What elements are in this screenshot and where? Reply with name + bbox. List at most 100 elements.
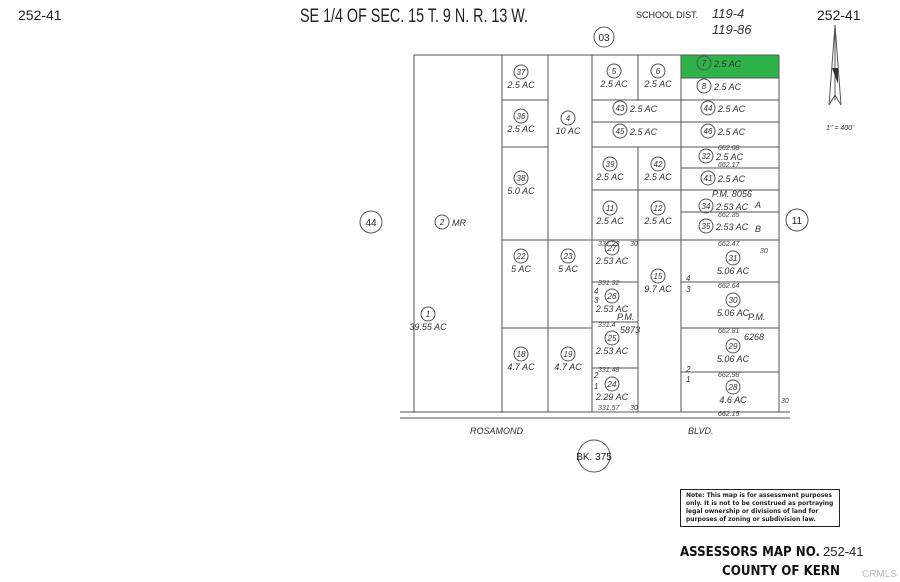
- dimension-label: 30: [760, 248, 768, 255]
- parcel-acreage: 2.5 AC: [506, 80, 535, 90]
- adjacent-label: 44: [365, 218, 377, 229]
- parcel-24[interactable]: 242.29 AC: [595, 376, 629, 402]
- parcel-number: 46: [704, 127, 713, 136]
- parcel-number: 24: [607, 380, 617, 389]
- parcel-number: 15: [654, 272, 663, 281]
- parcel-acreage: 9.7 AC: [644, 284, 672, 294]
- parcel-acreage: 5 AC: [558, 264, 578, 274]
- parcel-45[interactable]: 45 2.5 AC: [612, 123, 658, 139]
- parcel-44[interactable]: 44 2.5 AC: [700, 100, 746, 116]
- adjacent-map-44[interactable]: 44: [359, 210, 383, 234]
- parcel-26[interactable]: 262.53 AC: [595, 288, 629, 314]
- dimension-label: 662.81: [718, 328, 740, 335]
- parcel-acreage: 39.55 AC: [409, 322, 447, 332]
- parcel-acreage: 2.5 AC: [643, 79, 672, 89]
- parcel-acreage: 2.5 AC: [717, 127, 746, 137]
- parcel-acreage: 2.53 AC: [595, 346, 629, 356]
- parcel-number: 28: [728, 383, 738, 392]
- parcel-5[interactable]: 52.5 AC: [599, 63, 628, 89]
- school-district-label: SCHOOL DIST.: [636, 10, 698, 20]
- parcel-27[interactable]: 272.53 AC: [595, 240, 629, 266]
- footer-title: ASSESSORS MAP NO.: [680, 545, 820, 560]
- parcel-25[interactable]: 252.53 AC: [595, 330, 629, 356]
- footer-map-number: 252-41: [823, 544, 863, 559]
- parcel-number: 30: [729, 296, 738, 305]
- parcel-number: 38: [517, 174, 526, 183]
- parcel-46[interactable]: 46 2.5 AC: [700, 123, 746, 139]
- map-number-right: 252-41: [817, 7, 861, 23]
- parcel-43[interactable]: 43 2.5 AC: [612, 100, 658, 116]
- dimension-label: 662.47: [718, 241, 741, 248]
- parcel-2[interactable]: 2 MR: [434, 214, 466, 230]
- map-number-left: 252-41: [18, 7, 62, 23]
- lot-number: 1: [594, 382, 598, 391]
- parcel-acreage: 2.53 AC: [715, 222, 749, 232]
- parcel-number: 11: [606, 204, 614, 213]
- parcel-11[interactable]: 11 2.5 AC: [595, 200, 624, 226]
- parcel-number: 42: [654, 160, 663, 169]
- parcel-map-label: P.M.: [748, 312, 765, 322]
- parcel-map-label: 5873: [620, 325, 640, 335]
- school-district-1: 119-4: [712, 6, 744, 21]
- parcel-22[interactable]: 225 AC: [511, 248, 531, 274]
- lot-number: 3: [594, 296, 599, 305]
- lot-number: 4: [594, 287, 599, 296]
- parcel-18[interactable]: 184.7 AC: [507, 346, 535, 372]
- parcel-15[interactable]: 15 9.7 AC: [644, 268, 672, 294]
- adjacent-map-03[interactable]: 03: [593, 26, 615, 48]
- parcel-38[interactable]: 385.0 AC: [507, 170, 535, 196]
- parcel-acreage: MR: [452, 218, 466, 228]
- dimension-label: 331.57: [598, 405, 621, 412]
- parcel-map-label: A: [754, 200, 761, 210]
- parcel-number: 44: [704, 104, 713, 113]
- parcel-29[interactable]: 295.06 AC: [717, 338, 750, 364]
- parcel-number: 12: [654, 204, 663, 213]
- parcel-acreage: 2.5 AC: [595, 216, 624, 226]
- parcel-acreage: 5.06 AC: [717, 308, 750, 318]
- dimension-label: 662.17: [718, 162, 741, 169]
- parcel-number: 37: [517, 68, 526, 77]
- parcel-acreage: 2.5 AC: [629, 104, 658, 114]
- parcel-number: 34: [702, 202, 711, 211]
- parcel-31[interactable]: 315.06 AC: [717, 250, 750, 276]
- parcel-acreage: 2.5 AC: [717, 174, 746, 184]
- parcel-23[interactable]: 235 AC: [558, 248, 578, 274]
- parcel-map-label: 6268: [744, 332, 764, 342]
- street-name-rosamond: ROSAMOND: [470, 426, 524, 436]
- parcel-42[interactable]: 422.5 AC: [643, 156, 672, 182]
- parcel-4[interactable]: 4 10 AC: [556, 110, 581, 136]
- parcel-30[interactable]: 30 5.06 AC: [717, 292, 750, 318]
- parcel-6[interactable]: 62.5 AC: [643, 63, 672, 89]
- parcel-36[interactable]: 362.5 AC: [506, 108, 535, 134]
- parcel-1[interactable]: 139.55 AC: [409, 306, 447, 332]
- dimension-label: 662.35: [718, 212, 740, 219]
- parcel-acreage: 5.06 AC: [717, 266, 750, 276]
- parcel-number: 2: [439, 218, 445, 227]
- parcel-map-label: P.M.: [617, 312, 634, 322]
- parcel-acreage: 10 AC: [556, 126, 581, 136]
- parcel-number: 4: [566, 114, 571, 123]
- parcel-12[interactable]: 122.5 AC: [643, 200, 672, 226]
- parcel-number: 45: [616, 127, 625, 136]
- book-reference[interactable]: BK. 375: [576, 439, 612, 473]
- parcel-acreage: 2.5 AC: [629, 127, 658, 137]
- parcel-19[interactable]: 194.7 AC: [554, 346, 582, 372]
- parcel-number: 18: [517, 350, 526, 359]
- parcel-37[interactable]: 37 2.5 AC: [506, 64, 535, 90]
- parcel-number: 43: [616, 104, 625, 113]
- dimension-label: 30: [781, 398, 789, 405]
- adjacent-map-11[interactable]: 11: [785, 208, 809, 232]
- parcel-39[interactable]: 392.5 AC: [595, 156, 624, 182]
- parcel-28[interactable]: 284.6 AC: [719, 379, 747, 405]
- parcel-number: 39: [606, 160, 615, 169]
- parcel-acreage: 2.5 AC: [717, 104, 746, 114]
- section-title: SE 1/4 OF SEC. 15 T. 9 N. R. 13 W.: [300, 6, 528, 27]
- scale-label: 1" = 400': [826, 125, 854, 132]
